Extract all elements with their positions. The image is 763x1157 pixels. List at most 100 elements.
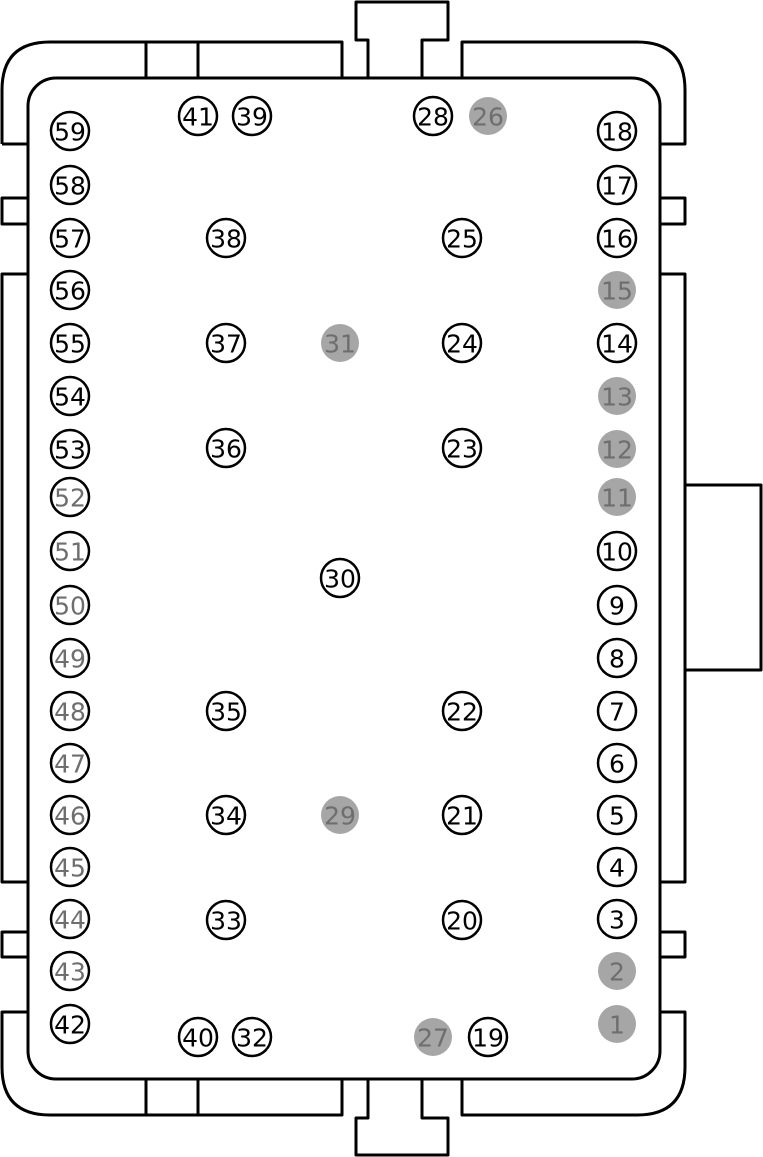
pin-50: 50	[49, 584, 91, 626]
pin-label: 2	[609, 958, 625, 987]
pin-circle	[596, 690, 638, 732]
left-side-rail	[0, 272, 28, 884]
pin-label: 23	[446, 435, 478, 464]
pin-6: 6	[596, 742, 638, 784]
pin-27: 27	[414, 1018, 452, 1056]
pin-9: 9	[596, 584, 638, 626]
pin-circle	[49, 530, 91, 572]
right-lock-block	[685, 483, 763, 672]
pin-32: 32	[231, 1016, 273, 1058]
pin-label: 53	[54, 436, 86, 465]
pin-41: 41	[177, 95, 219, 137]
pin-circle	[321, 324, 359, 362]
pin-circle	[319, 557, 361, 599]
pin-label: 7	[609, 698, 625, 727]
right-latch-bottom	[660, 930, 687, 959]
pin-15: 15	[598, 271, 636, 309]
pin-circle	[441, 690, 483, 732]
pin-22: 22	[441, 690, 483, 732]
pin-label: 9	[609, 592, 625, 621]
pin-56: 56	[49, 269, 91, 311]
pin-circle	[177, 95, 219, 137]
pin-48: 48	[49, 690, 91, 732]
pin-label: 59	[54, 118, 86, 147]
pin-circle	[49, 217, 91, 259]
pin-43: 43	[49, 950, 91, 992]
outer-shell-bottom-right	[460, 1010, 687, 1117]
pin-circle	[441, 794, 483, 836]
pin-14: 14	[596, 322, 638, 364]
pin-label: 3	[609, 906, 625, 935]
pin-12: 12	[598, 430, 636, 468]
pin-39: 39	[231, 95, 273, 137]
pin-circle	[49, 1003, 91, 1045]
pin-label: 38	[210, 225, 242, 254]
pin-circle	[596, 217, 638, 259]
pin-19: 19	[467, 1016, 509, 1058]
pin-2: 2	[598, 952, 636, 990]
pin-circle	[596, 637, 638, 679]
left-latch-top	[0, 196, 28, 226]
pin-23: 23	[441, 427, 483, 469]
pin-label: 4	[609, 854, 625, 883]
pin-54: 54	[49, 375, 91, 417]
right-latch-top	[660, 196, 687, 226]
pin-circle	[596, 742, 638, 784]
pin-31: 31	[321, 324, 359, 362]
pin-55: 55	[49, 322, 91, 364]
pin-35: 35	[205, 690, 247, 732]
pin-3: 3	[596, 898, 638, 940]
pin-10: 10	[596, 530, 638, 572]
pin-circle	[596, 794, 638, 836]
pin-17: 17	[596, 164, 638, 206]
pin-circle	[205, 217, 247, 259]
outer-shell-top-right	[460, 40, 687, 146]
pin-30: 30	[319, 557, 361, 599]
pin-label: 35	[210, 698, 242, 727]
top-key-tab	[354, 0, 450, 78]
pin-circle	[412, 95, 454, 137]
pin-circle	[205, 427, 247, 469]
pin-label: 34	[210, 802, 242, 831]
pin-label: 49	[54, 645, 86, 674]
pin-label: 20	[446, 907, 478, 936]
pin-label: 44	[54, 906, 86, 935]
pin-label: 14	[601, 330, 633, 359]
pin-label: 13	[601, 383, 633, 412]
pin-label: 37	[210, 330, 242, 359]
inner-housing	[26, 76, 662, 1081]
pin-label: 55	[54, 330, 86, 359]
pin-circle	[596, 164, 638, 206]
pin-circle	[49, 637, 91, 679]
pin-circle	[49, 375, 91, 417]
pin-label: 46	[54, 802, 86, 831]
pin-59: 59	[49, 110, 91, 152]
pin-circle	[49, 476, 91, 518]
pin-49: 49	[49, 637, 91, 679]
pin-label: 29	[324, 802, 356, 831]
pin-circle	[414, 1018, 452, 1056]
pin-58: 58	[49, 164, 91, 206]
pin-circle	[598, 952, 636, 990]
pin-circle	[596, 898, 638, 940]
pin-label: 1	[609, 1011, 625, 1040]
pin-57: 57	[49, 217, 91, 259]
pin-circle	[49, 584, 91, 626]
pin-53: 53	[49, 428, 91, 470]
pin-circle	[596, 322, 638, 364]
pin-label: 47	[54, 750, 86, 779]
pin-label: 40	[182, 1024, 214, 1053]
pins-layer: 1234567891011121314151617181920212223242…	[49, 95, 638, 1058]
pin-circle	[205, 899, 247, 941]
pin-circle	[596, 530, 638, 572]
pin-circle	[49, 742, 91, 784]
pin-28: 28	[412, 95, 454, 137]
pin-label: 28	[417, 103, 449, 132]
pin-circle	[49, 690, 91, 732]
pin-label: 19	[472, 1024, 504, 1053]
pin-label: 6	[609, 750, 625, 779]
pin-label: 17	[601, 172, 633, 201]
pin-7: 7	[596, 690, 638, 732]
pin-45: 45	[49, 846, 91, 888]
